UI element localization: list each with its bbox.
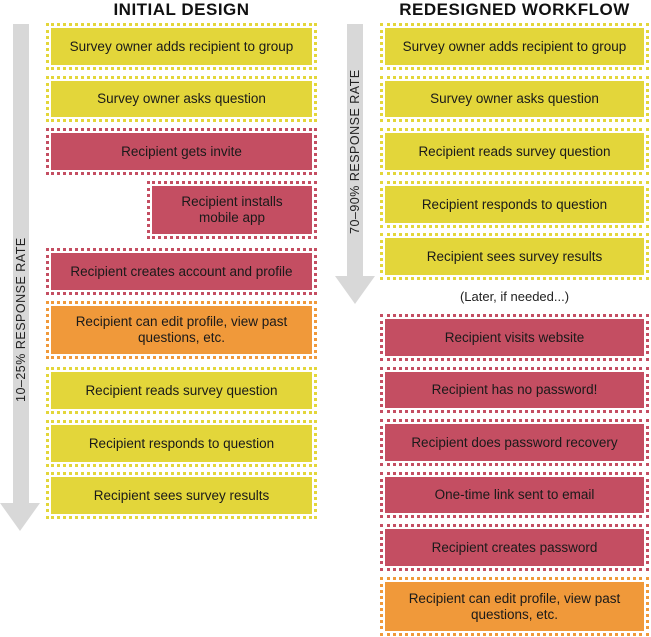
left-step: Recipient responds to question: [46, 420, 317, 467]
left-step: Survey owner asks question: [46, 76, 317, 122]
left-step: Recipient creates account and profile: [46, 248, 317, 295]
right-step: Recipient responds to question: [380, 181, 649, 228]
left-rate-label: 10–25% RESPONSE RATE: [14, 237, 28, 402]
right-rate-label: 70–90% RESPONSE RATE: [348, 69, 362, 234]
right-step: Survey owner adds recipient to group: [380, 23, 649, 70]
left-step: Recipient gets invite: [46, 128, 317, 175]
right-arrow-head-icon: [335, 276, 375, 304]
later-if-needed-note: (Later, if needed...): [459, 289, 570, 304]
left-step: Survey owner adds recipient to group: [46, 23, 317, 70]
right-step: One-time link sent to email: [380, 472, 649, 518]
left-arrow-shaft: [13, 24, 29, 504]
left-arrow-head-icon: [0, 503, 40, 531]
left-step: Recipient sees survey results: [46, 472, 317, 519]
right-step: Recipient creates password: [380, 524, 649, 571]
redesigned-workflow-title: REDESIGNED WORKFLOW: [399, 0, 630, 19]
right-step: Recipient sees survey results: [380, 233, 649, 280]
left-step-indented: Recipient installs mobile app: [147, 181, 317, 239]
right-step: Recipient does password recovery: [380, 419, 649, 466]
left-step: Recipient can edit profile, view past qu…: [46, 301, 317, 359]
left-step: Recipient reads survey question: [46, 367, 317, 414]
initial-design-title: INITIAL DESIGN: [113, 0, 250, 19]
right-step: Recipient visits website: [380, 314, 649, 361]
right-step: Recipient can edit profile, view past qu…: [380, 577, 649, 636]
right-step: Recipient has no password!: [380, 367, 649, 413]
right-step: Recipient reads survey question: [380, 128, 649, 175]
right-step: Survey owner asks question: [380, 76, 649, 122]
right-arrow-shaft: [347, 24, 363, 277]
